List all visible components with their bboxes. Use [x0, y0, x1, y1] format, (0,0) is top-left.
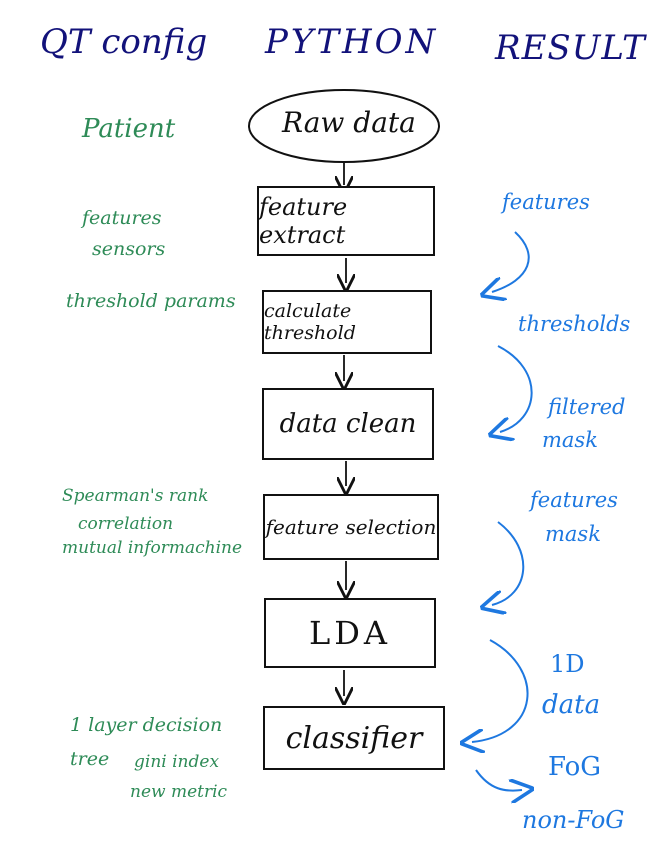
step-label: feature extract [259, 193, 348, 249]
result-non-fog: non-FoG [522, 806, 625, 834]
raw-data-ellipse [248, 89, 440, 163]
step-label: calculate threshold [264, 300, 356, 344]
config-patient: Patient [82, 114, 176, 144]
step-feature-extract: feature extract [257, 186, 435, 256]
config-new-metric: new metric [130, 782, 228, 802]
step-data-clean: data clean [262, 388, 434, 460]
result-curve-3 [492, 521, 525, 605]
result-curve-2 [498, 345, 533, 432]
header-qt-config: QT config [40, 22, 208, 62]
step-label: classifier [285, 720, 423, 756]
config-decision-tree: 1 layer decision [70, 714, 223, 736]
result-fog: FoG [548, 752, 602, 782]
config-tree: tree [70, 748, 110, 770]
result-curve-4 [472, 639, 529, 742]
config-features: features [82, 207, 162, 229]
config-correlation: correlation [78, 514, 174, 534]
step-calculate-threshold: calculate threshold [262, 290, 432, 354]
result-features-2: features [530, 488, 618, 512]
step-feature-selection: feature selection [263, 494, 439, 560]
step-lda: LDA [264, 598, 436, 668]
result-data: data [542, 690, 601, 720]
result-thresholds: thresholds [518, 312, 631, 336]
result-curve-1 [492, 231, 530, 292]
config-sensors: sensors [92, 238, 166, 260]
step-classifier: classifier [263, 706, 445, 770]
step-label: data clean [279, 409, 417, 439]
result-filtered: filtered [548, 395, 626, 419]
result-curve-5 [475, 769, 522, 791]
step-label: LDA [308, 614, 391, 652]
config-gini-index: gini index [134, 752, 220, 772]
config-mutual-info: mutual informachine [62, 538, 243, 558]
result-mask-1: mask [542, 428, 598, 452]
header-result: RESULT [495, 28, 646, 68]
config-threshold-params: threshold params [66, 290, 236, 312]
step-label: feature selection [265, 515, 437, 539]
result-mask-2: mask [545, 522, 601, 546]
result-1d: 1D [550, 650, 585, 678]
raw-data-label: Raw data [282, 106, 416, 139]
config-spearman: Spearman's rank [62, 486, 209, 506]
result-features: features [502, 190, 590, 214]
header-python: PYTHON [265, 22, 439, 62]
